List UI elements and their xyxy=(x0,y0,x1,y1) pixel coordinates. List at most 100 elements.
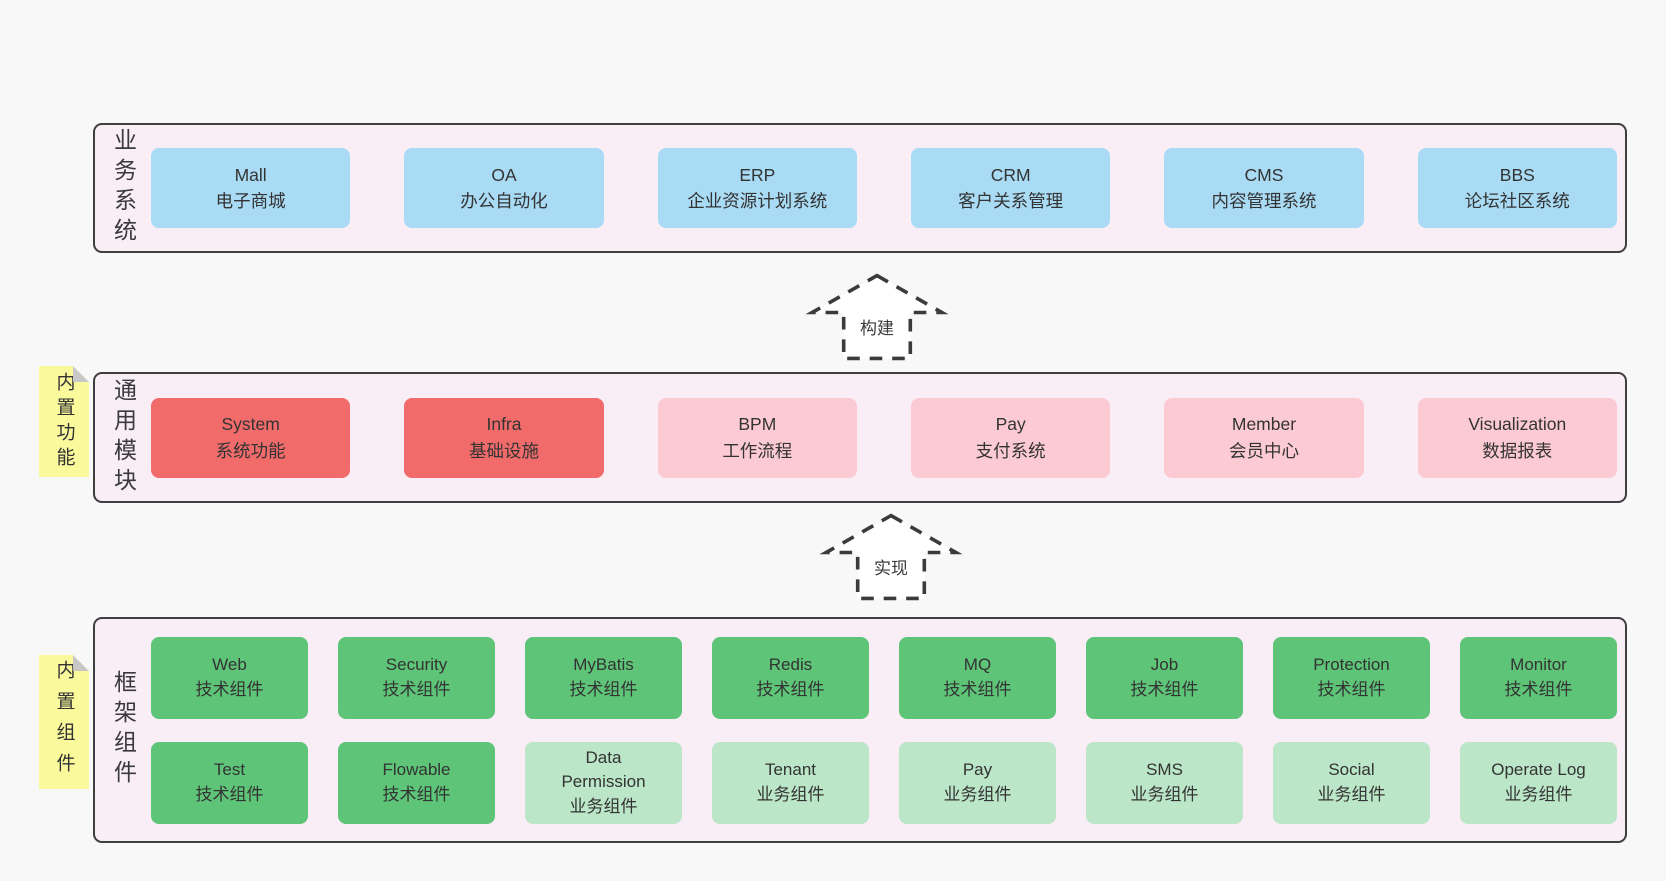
node-subtitle: 技术组件 xyxy=(569,679,638,699)
node-erp: ERP 企业资源计划系统 xyxy=(657,148,857,228)
arrow-build-label: 构建 xyxy=(859,314,895,340)
node-name: Social xyxy=(1328,759,1375,779)
node-mq: MQ 技术组件 xyxy=(899,636,1056,719)
node-flowable: Flowable 技术组件 xyxy=(338,741,495,824)
node-social: Social 业务组件 xyxy=(1273,741,1430,824)
node-bpm: BPM 工作流程 xyxy=(657,397,857,478)
node-subtitle: 技术组件 xyxy=(1130,679,1199,699)
node-name: ERP xyxy=(739,164,776,185)
node-name: Security xyxy=(385,654,448,674)
node-subtitle: 数据报表 xyxy=(1482,440,1553,461)
node-name: Job xyxy=(1150,654,1179,674)
node-job: Job 技术组件 xyxy=(1086,636,1243,719)
node-protection: Protection 技术组件 xyxy=(1273,636,1430,719)
node-name: Redis xyxy=(768,654,813,674)
node-name: OA xyxy=(491,164,517,185)
node-crm: CRM 客户关系管理 xyxy=(910,148,1111,228)
node-bbs: BBS 论坛社区系统 xyxy=(1417,148,1617,228)
node-subtitle: 办公自动化 xyxy=(460,191,548,211)
node-subtitle: 技术组件 xyxy=(1317,679,1386,699)
arrow-implement: 实现 xyxy=(818,512,964,602)
node-subtitle: 技术组件 xyxy=(756,679,825,699)
node-name: Mall xyxy=(234,164,267,185)
node-name: Test xyxy=(213,759,246,779)
node-subtitle: 会员中心 xyxy=(1228,440,1299,461)
layer-framework-components: 框架组件 Web 技术组件 Security 技术组件 MyBatis 技术组件… xyxy=(93,617,1627,843)
node-name: BBS xyxy=(1499,164,1535,185)
layer-label-text: 业务系统 xyxy=(110,128,137,248)
node-operate-log: Operate Log 业务组件 xyxy=(1460,741,1617,824)
node-subtitle: 工作流程 xyxy=(722,440,793,461)
sticky-note-built-in-components: 内置组件 xyxy=(39,655,89,789)
node-name: Monitor xyxy=(1510,654,1567,674)
node-name: CRM xyxy=(990,164,1031,185)
node-subtitle: 技术组件 xyxy=(195,679,264,699)
node-name: Pay xyxy=(995,414,1026,435)
note-text: 内置功能 xyxy=(53,371,75,472)
node-security: Security 技术组件 xyxy=(338,636,495,719)
node-pay: Pay 支付系统 xyxy=(910,397,1111,478)
components-row-1: Web 技术组件 Security 技术组件 MyBatis 技术组件 Redi… xyxy=(151,636,1617,719)
node-subtitle: 业务组件 xyxy=(1130,784,1199,804)
node-oa: OA 办公自动化 xyxy=(404,148,604,228)
node-subtitle: 技术组件 xyxy=(382,784,451,804)
node-name: Visualization xyxy=(1468,414,1567,435)
node-tenant: Tenant 业务组件 xyxy=(712,741,869,824)
layer-label-text: 通用模块 xyxy=(110,377,137,498)
business-boxes-row: Mall 电子商城 OA 办公自动化 ERP 企业资源计划系统 CRM 客户关系… xyxy=(151,125,1625,251)
layer-components-label: 框架组件 xyxy=(95,619,151,841)
node-name: Web xyxy=(212,654,247,674)
node-name: Data Permission xyxy=(561,747,646,792)
arrow-build: 构建 xyxy=(804,272,950,362)
node-data-permission: Data Permission 业务组件 xyxy=(525,741,682,824)
node-system: System 系统功能 xyxy=(151,397,351,478)
node-name: BPM xyxy=(738,414,777,435)
node-name: Protection xyxy=(1313,654,1390,674)
node-sms: SMS 业务组件 xyxy=(1086,741,1243,824)
node-name: Flowable xyxy=(382,759,451,779)
node-cms: CMS 内容管理系统 xyxy=(1164,148,1364,228)
node-subtitle: 业务组件 xyxy=(1317,784,1386,804)
node-name: Tenant xyxy=(764,759,817,779)
node-infra: Infra 基础设施 xyxy=(404,397,604,478)
node-subtitle: 业务组件 xyxy=(1504,784,1573,804)
components-row-2: Test 技术组件 Flowable 技术组件 Data Permission … xyxy=(151,741,1617,824)
node-name: SMS xyxy=(1146,759,1183,779)
node-pay-component: Pay 业务组件 xyxy=(899,741,1056,824)
node-subtitle: 企业资源计划系统 xyxy=(687,191,828,211)
node-subtitle: 业务组件 xyxy=(756,784,825,804)
node-subtitle: 论坛社区系统 xyxy=(1464,191,1570,211)
node-subtitle: 技术组件 xyxy=(943,679,1012,699)
node-name: System xyxy=(221,414,280,435)
node-mall: Mall 电子商城 xyxy=(151,148,351,228)
node-name: Infra xyxy=(486,414,522,435)
modules-boxes-row: System 系统功能 Infra 基础设施 BPM 工作流程 Pay 支付系统… xyxy=(151,374,1625,501)
node-web: Web 技术组件 xyxy=(151,636,308,719)
layer-business-label: 业务系统 xyxy=(95,125,151,251)
node-subtitle: 基础设施 xyxy=(468,440,539,461)
node-subtitle: 技术组件 xyxy=(195,784,264,804)
note-text: 内置组件 xyxy=(53,660,75,784)
node-subtitle: 业务组件 xyxy=(943,784,1012,804)
node-monitor: Monitor 技术组件 xyxy=(1460,636,1617,719)
node-subtitle: 业务组件 xyxy=(569,796,638,816)
node-subtitle: 技术组件 xyxy=(382,679,451,699)
layer-common-modules: 通用模块 System 系统功能 Infra 基础设施 BPM 工作流程 Pay… xyxy=(93,372,1627,503)
node-name: CMS xyxy=(1244,164,1284,185)
node-mybatis: MyBatis 技术组件 xyxy=(525,636,682,719)
layer-label-text: 框架组件 xyxy=(110,670,137,790)
node-subtitle: 支付系统 xyxy=(975,440,1046,461)
folded-corner-icon xyxy=(73,655,89,671)
node-name: Operate Log xyxy=(1491,759,1586,779)
node-subtitle: 电子商城 xyxy=(215,191,286,211)
node-name: MQ xyxy=(963,654,992,674)
node-test: Test 技术组件 xyxy=(151,741,308,824)
node-subtitle: 内容管理系统 xyxy=(1211,191,1317,211)
node-subtitle: 系统功能 xyxy=(215,440,286,461)
node-name: MyBatis xyxy=(573,654,634,674)
node-name: Pay xyxy=(962,759,993,779)
sticky-note-built-in-features: 内置功能 xyxy=(39,366,89,477)
arrow-implement-label: 实现 xyxy=(873,554,909,580)
node-name: Member xyxy=(1231,414,1297,435)
